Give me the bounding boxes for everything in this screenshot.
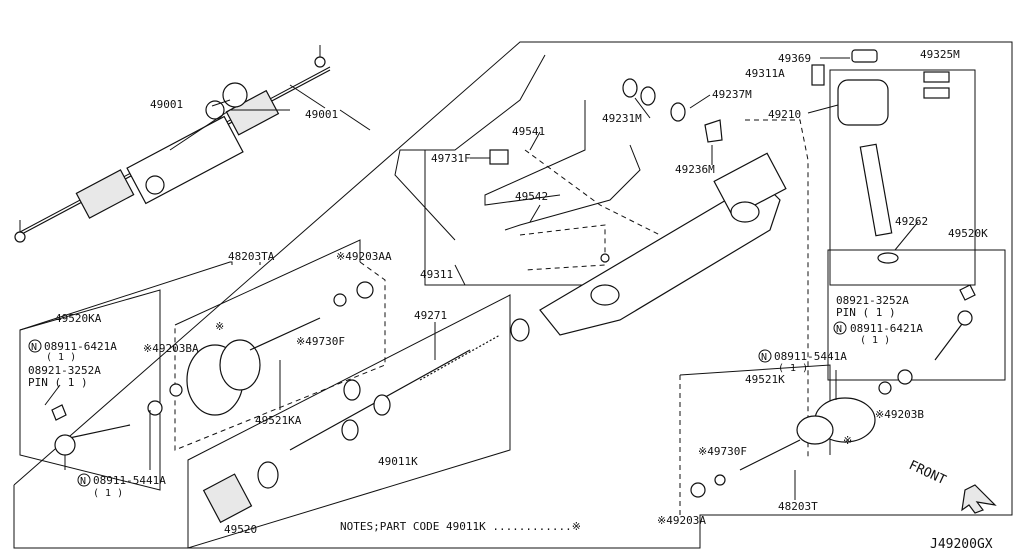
label-pin-left: PIN ( 1 )	[28, 376, 88, 389]
front-direction-arrow: FRONT	[906, 458, 997, 514]
n-marker-4: N	[761, 352, 767, 363]
left-inner-tie-rod	[147, 281, 374, 416]
qty-08911-5441A-right: ( 1 )	[778, 363, 808, 374]
label-49730F-right: ※49730F	[698, 445, 747, 458]
gear-housing	[539, 152, 787, 336]
label-49203A: ※49203A	[657, 514, 706, 527]
label-08911-6421A-left: 08911-6421A	[44, 340, 117, 353]
label-08921-3252A-right: 08921-3252A	[836, 294, 909, 307]
part-code-note: NOTES;PART CODE 49011K ............※	[340, 520, 581, 533]
label-49203BA: ※49203BA	[143, 342, 199, 355]
label-48203T: 48203T	[778, 500, 818, 513]
label-49325M: 49325M	[920, 48, 960, 61]
label-49730F-left: ※49730F	[296, 335, 345, 348]
hydraulic-pipes	[394, 54, 641, 241]
n-marker-3: N	[836, 324, 842, 335]
label-49262: 49262	[895, 215, 928, 228]
label-49001a: 49001	[150, 98, 183, 111]
rack-assembly	[202, 318, 530, 524]
label-49203AA: ※49203AA	[336, 250, 392, 263]
label-49542: 49542	[515, 190, 548, 203]
label-08911-5441A-right: 08911-5441A	[774, 350, 847, 363]
label-49369: 49369	[778, 52, 811, 65]
asterisk-left: ※	[215, 320, 224, 333]
left-tie-rod-end	[44, 384, 131, 470]
label-49237M: 49237M	[712, 88, 752, 101]
label-49520KA: 49520KA	[55, 312, 102, 325]
label-49521K: 49521K	[745, 373, 785, 386]
label-49311: 49311	[420, 268, 453, 281]
label-49521KA: 49521KA	[255, 414, 302, 427]
label-49311A: 49311A	[745, 67, 785, 80]
qty-08911-6421A-right: ( 1 )	[860, 335, 890, 346]
front-label: FRONT	[906, 458, 948, 488]
label-49203B: ※49203B	[875, 408, 924, 421]
label-49271: 49271	[414, 309, 447, 322]
qty-08911-5441A-left: ( 1 )	[93, 488, 123, 499]
label-08911-6421A-right: 08911-6421A	[850, 322, 923, 335]
n-marker-1: N	[31, 342, 37, 353]
leader-lines	[149, 57, 919, 500]
label-49731F: 49731F	[431, 152, 471, 165]
asterisk-right: ※	[843, 434, 852, 447]
diagram-code: J49200GX	[930, 537, 993, 552]
part-labels: 49001 49001 48203TA ※49203AA 49520KA N 0…	[28, 48, 993, 552]
label-49210: 49210	[768, 108, 801, 121]
label-49236M: 49236M	[675, 163, 715, 176]
control-valve	[837, 71, 950, 264]
label-49541: 49541	[512, 125, 545, 138]
steering-gear-assembly	[14, 45, 331, 243]
qty-08911-6421A-left: ( 1 )	[46, 352, 76, 363]
label-48203TA: 48203TA	[228, 250, 275, 263]
n-marker-2: N	[80, 476, 86, 487]
label-49520K: 49520K	[948, 227, 988, 240]
right-tie-rod-end	[934, 284, 976, 361]
right-inner-tie-rod	[690, 369, 913, 498]
label-49520: 49520	[224, 523, 257, 536]
main-outline	[13, 41, 1013, 549]
label-08921-3252A-left: 08921-3252A	[28, 364, 101, 377]
label-49011K: 49011K	[378, 455, 418, 468]
label-49001b: 49001	[305, 108, 338, 121]
label-08911-5441A-left: 08911-5441A	[93, 474, 166, 487]
label-49231M: 49231M	[602, 112, 642, 125]
top-seals	[622, 49, 878, 143]
label-pin-right: PIN ( 1 )	[836, 306, 896, 319]
